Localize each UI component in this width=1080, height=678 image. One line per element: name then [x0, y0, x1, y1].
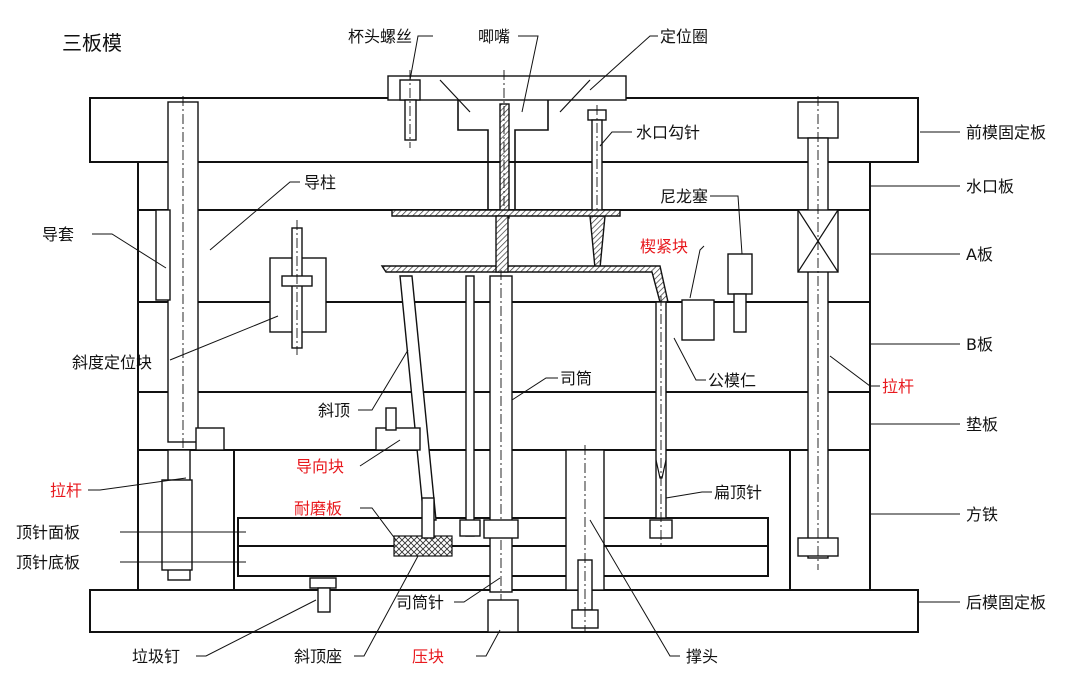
label-wear-plate: 耐磨板: [294, 499, 342, 518]
locating-ring-assembly: [387, 70, 627, 220]
label-ejector-plate: 顶针底板: [16, 553, 80, 572]
ejector-pins: [459, 270, 673, 633]
label-guide-block: 导向块: [296, 457, 344, 476]
label-support-block: 方铁: [966, 505, 998, 524]
leader-lines: [88, 35, 960, 657]
label-stop-pin: 垃圾钉: [132, 647, 180, 666]
label-support-pillar: 撑头: [686, 647, 718, 666]
label-sleeve: 司筒: [560, 369, 592, 388]
pull-rod-left: [161, 449, 193, 581]
label-nylon-plug: 尼龙塞: [660, 187, 708, 206]
support-pillar: [565, 445, 605, 632]
cup-screw-shank: [404, 99, 417, 141]
label-guide-bushing: 导套: [42, 225, 74, 244]
label-cup-screw: 杯头螺丝: [348, 27, 412, 46]
label-b-plate: B板: [966, 335, 993, 354]
label-front-clamp-plate: 前模固定板: [966, 123, 1046, 142]
label-pull-rod-right: 拉杆: [882, 377, 914, 396]
labels: 杯头螺丝 唧嘴 定位圈 前模固定板 水口勾针 水口板 导柱 尼龙塞 导套 楔紧块…: [16, 27, 1046, 666]
label-locating-ring: 定位圈: [660, 27, 708, 46]
label-runner-plate: 水口板: [966, 177, 1014, 196]
pull-rod-right: [797, 96, 839, 570]
label-pull-rod-left: 拉杆: [50, 481, 82, 500]
stop-pin: [309, 577, 337, 613]
support-block-right: [789, 449, 871, 591]
angle-locating-block: [269, 220, 327, 355]
sprue-channel: [499, 103, 510, 219]
label-press-block: 压块: [412, 647, 444, 666]
wear-plate-part: [393, 535, 453, 557]
nylon-plug: [681, 253, 753, 341]
label-core-insert: 公模仁: [708, 371, 756, 390]
label-sleeve-pin: 司筒针: [396, 593, 444, 612]
label-lifter: 斜顶: [318, 401, 350, 420]
locating-ring: [387, 75, 627, 101]
label-angle-locating-block: 斜度定位块: [72, 353, 152, 372]
label-rear-clamp-plate: 后模固定板: [966, 593, 1046, 612]
label-lifter-base: 斜顶座: [294, 647, 342, 666]
label-sprue: 唧嘴: [478, 27, 510, 46]
label-sprue-puller: 水口勾针: [636, 123, 700, 142]
label-flat-ejector: 扁顶针: [714, 483, 762, 502]
label-ejector-retainer-plate: 顶针面板: [16, 523, 80, 542]
label-spacer-plate: 垫板: [966, 415, 998, 434]
guide-pillar-left: [155, 96, 225, 460]
lifter: [375, 275, 453, 557]
label-wedge-block: 楔紧块: [640, 237, 688, 256]
press-block-part: [487, 599, 519, 633]
label-a-plate: A板: [966, 245, 993, 264]
diagram-title: 三板模: [62, 31, 122, 55]
label-guide-pillar: 导柱: [304, 173, 336, 192]
